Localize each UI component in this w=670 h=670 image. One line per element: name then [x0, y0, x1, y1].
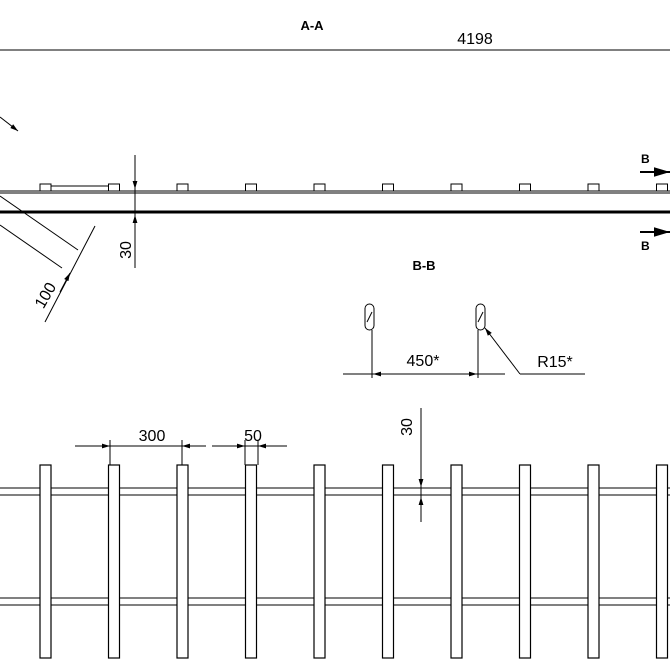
bb-slot-right-detail [477, 311, 484, 323]
aa-rung-block [313, 183, 326, 192]
plan-rung [381, 464, 395, 659]
bb-radius-label: R15* [537, 354, 573, 371]
plan-height-label: 30 [399, 418, 416, 436]
aa-rung-block [108, 183, 120, 192]
aa-rung-block [450, 183, 463, 192]
top-left-leader [0, 116, 19, 132]
bb-spacing-label: 450* [407, 353, 440, 370]
plan-rung [587, 464, 600, 659]
aa-spacing-label: 100 [32, 280, 60, 312]
plan-rung [39, 464, 52, 659]
plan-rung [450, 464, 463, 659]
aa-rung-block [39, 183, 52, 192]
aa-rung-block [519, 183, 531, 192]
aa-spacing-ext-1 [0, 195, 79, 251]
aa-rung-block [656, 183, 668, 192]
aa-rung-block [587, 183, 600, 192]
aa-rung-block [382, 183, 394, 192]
bb-slot-left [364, 303, 375, 331]
section-bb-title: B-B [412, 258, 435, 273]
section-aa-title: A-A [300, 18, 324, 33]
plan-rung [313, 464, 326, 659]
plan-rung [107, 464, 121, 659]
section-bb: B-B 450* R15* [343, 258, 585, 378]
plan-rung [244, 464, 258, 659]
overall-length-label: 4198 [457, 31, 493, 48]
plan-width-label: 50 [244, 428, 262, 445]
plan-rung [655, 464, 669, 659]
aa-rungs [39, 183, 668, 192]
plan-view: 300 50 30 [0, 408, 670, 659]
aa-rung-block [176, 183, 189, 192]
b-arrow-label-top: B [641, 152, 650, 166]
plan-rungs [39, 464, 669, 659]
aa-height-label: 30 [118, 241, 135, 259]
plan-rung [176, 464, 189, 659]
aa-rung-block [245, 183, 257, 192]
plan-rung [518, 464, 532, 659]
bb-slot-right [475, 303, 486, 331]
bb-slot-left-detail [366, 311, 373, 323]
plan-pitch-label: 300 [139, 428, 166, 445]
bb-radius-leader [484, 327, 521, 375]
aa-spacing-arrow [59, 272, 71, 293]
section-aa: A-A 4198 30 100 B B [0, 18, 670, 323]
b-arrow-label-bottom: B [641, 239, 650, 253]
aa-spacing-ext-2 [0, 224, 63, 269]
